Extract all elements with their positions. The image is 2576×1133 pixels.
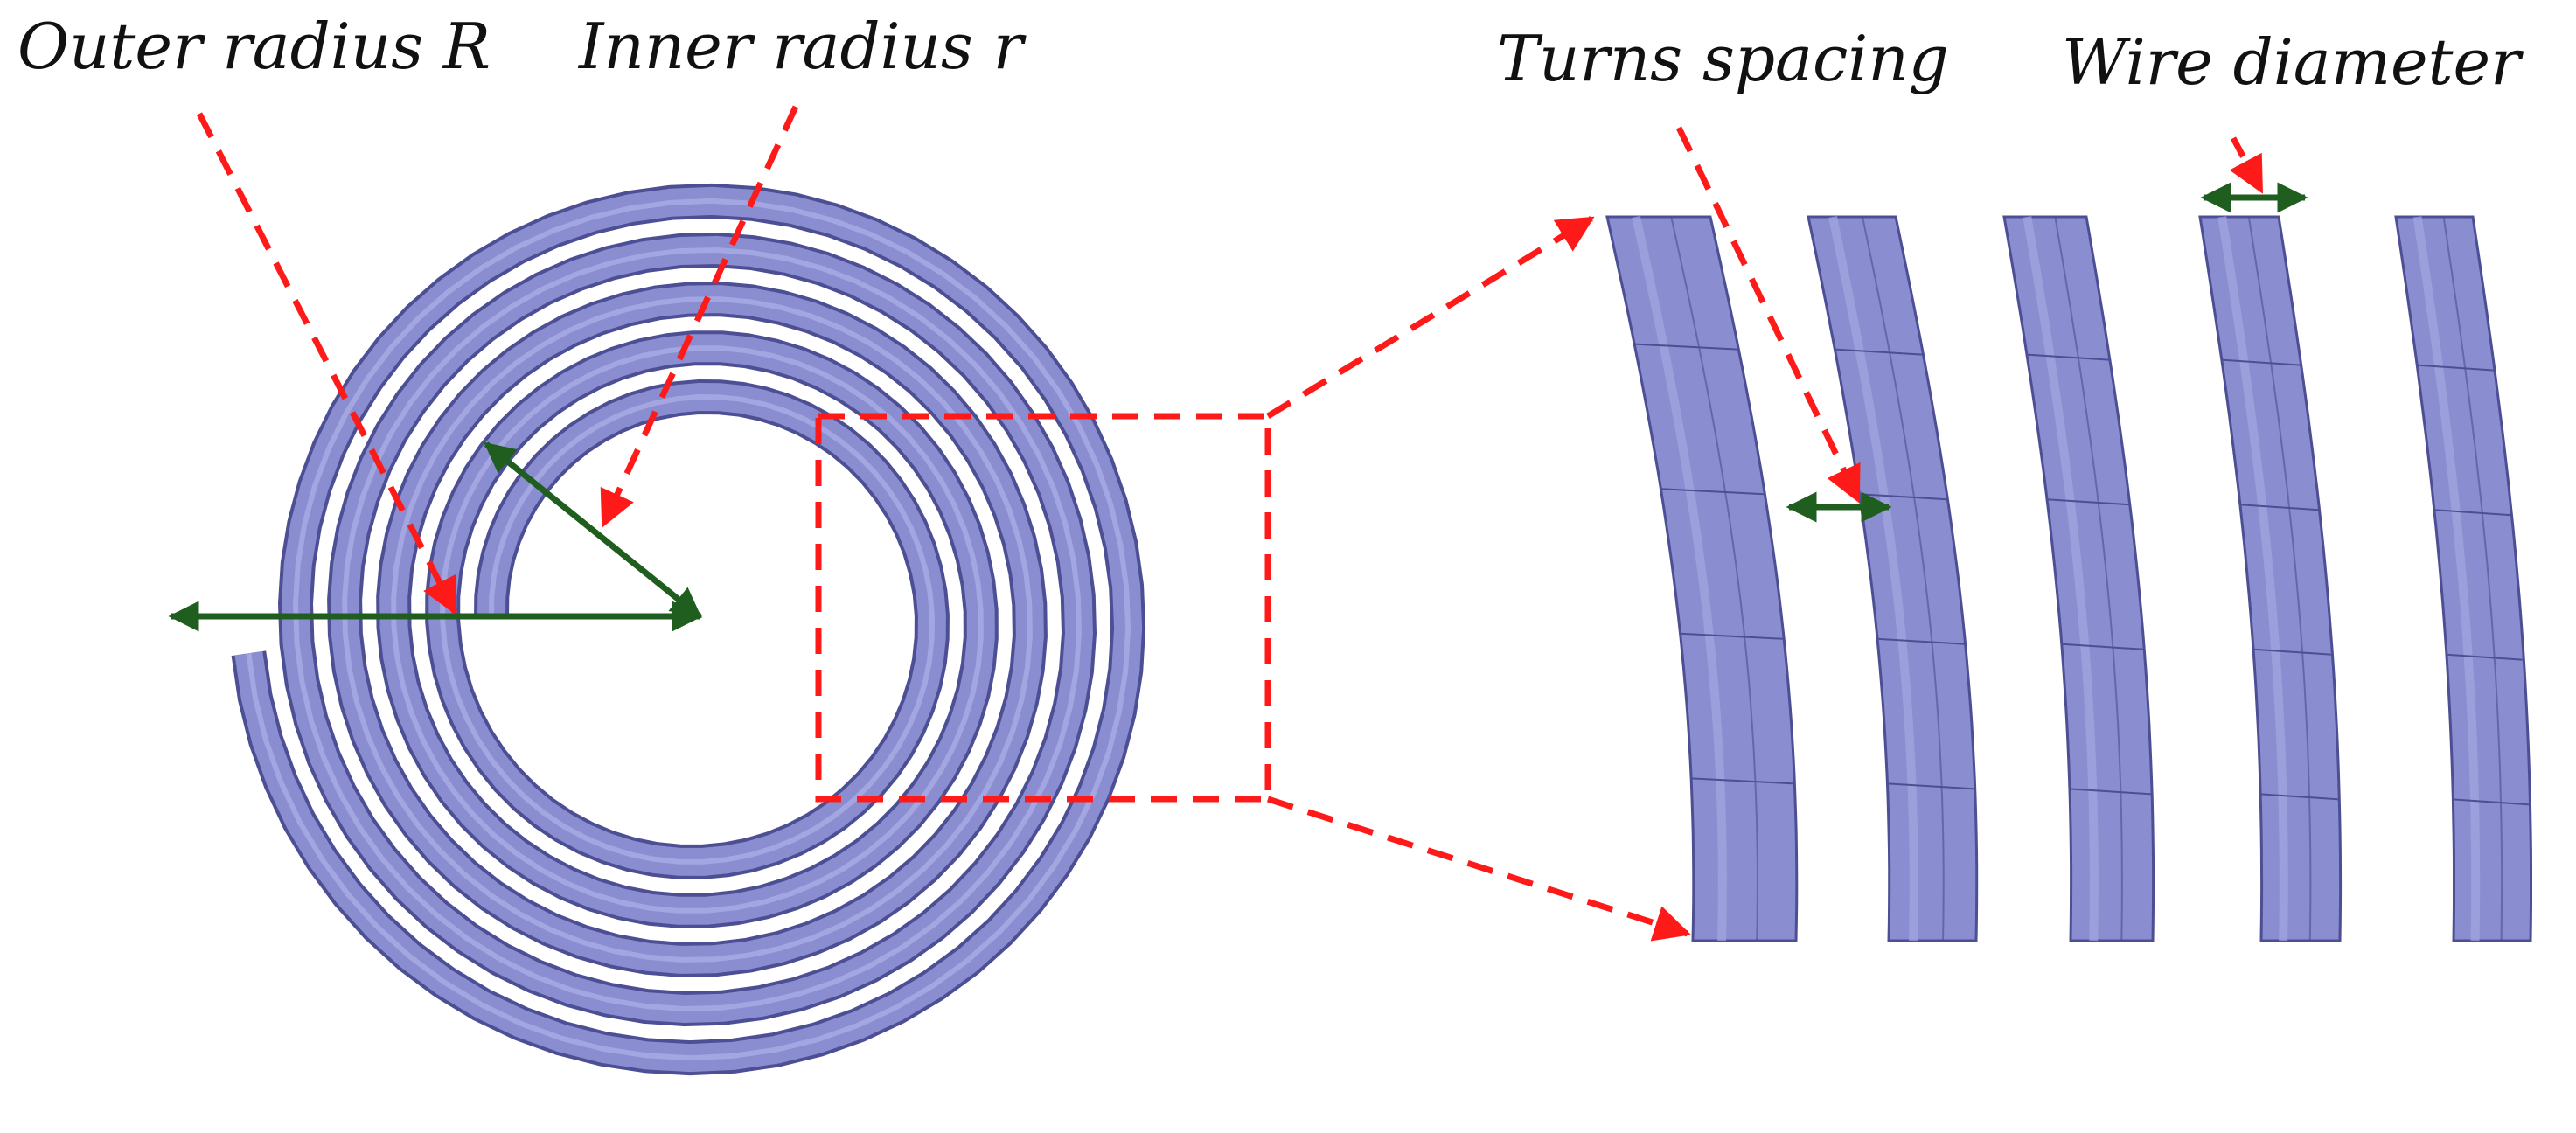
- wire-mesh-line: [1634, 343, 1738, 351]
- outer-radius-label: Outer radius R: [17, 10, 491, 83]
- outer-radius-leader: [196, 112, 458, 615]
- wire-mesh-line: [2239, 504, 2319, 511]
- wire-diameter-label: Wire diameter: [2062, 25, 2524, 99]
- wire-mesh-line: [2252, 648, 2333, 656]
- wire-mesh-line: [1691, 777, 1795, 785]
- wire-facet-line: [2217, 216, 2288, 942]
- wire-mesh-line: [1877, 637, 1966, 645]
- wire-facet-line: [2412, 216, 2481, 942]
- wire-diameter-leader: [2229, 136, 2265, 194]
- wire-mesh-line: [1887, 782, 1975, 790]
- wire-mesh-line: [2069, 788, 2152, 796]
- wire-mesh-line: [2433, 509, 2511, 517]
- zoom-region-box: [815, 413, 1271, 803]
- wire-facet-line: [1828, 215, 1918, 942]
- wire-facet-line: [2023, 216, 2099, 942]
- spiral-wire-highlight: [246, 198, 1131, 1061]
- turns-spacing-leader: [1675, 126, 1862, 504]
- wire-facet-line: [2442, 216, 2503, 942]
- wire-mesh-line: [2026, 353, 2110, 361]
- zoomed-wire-segments: [1605, 215, 2532, 942]
- wire-mesh-line: [1680, 632, 1784, 640]
- wire-mesh-line: [2221, 358, 2301, 366]
- wire-facet-line: [1670, 216, 1758, 942]
- inner-radius-dimension: [484, 441, 702, 619]
- wire-mesh-line: [1835, 348, 1923, 356]
- zoom-connector-top: [1266, 216, 1595, 419]
- wire-mesh-line: [2260, 793, 2340, 801]
- turns-spacing-label: Turns spacing: [1497, 22, 1949, 95]
- wire-facet-line: [2054, 216, 2123, 942]
- wire-mesh-line: [2047, 498, 2130, 506]
- inner-radius-label: Inner radius r: [577, 10, 1027, 83]
- wire-facet-line: [2247, 216, 2312, 942]
- wire-mesh-line: [1660, 488, 1765, 496]
- wire-mesh-line: [2446, 653, 2524, 661]
- wire-mesh-line: [2453, 798, 2531, 806]
- wire-facet-line: [1862, 216, 1945, 942]
- zoom-connector-bottom: [1266, 796, 1691, 942]
- spiral-coil: [231, 183, 1146, 1076]
- wire-mesh-line: [2417, 364, 2495, 372]
- wire-facet-line: [1632, 215, 1727, 942]
- wire-mesh-line: [2061, 643, 2144, 650]
